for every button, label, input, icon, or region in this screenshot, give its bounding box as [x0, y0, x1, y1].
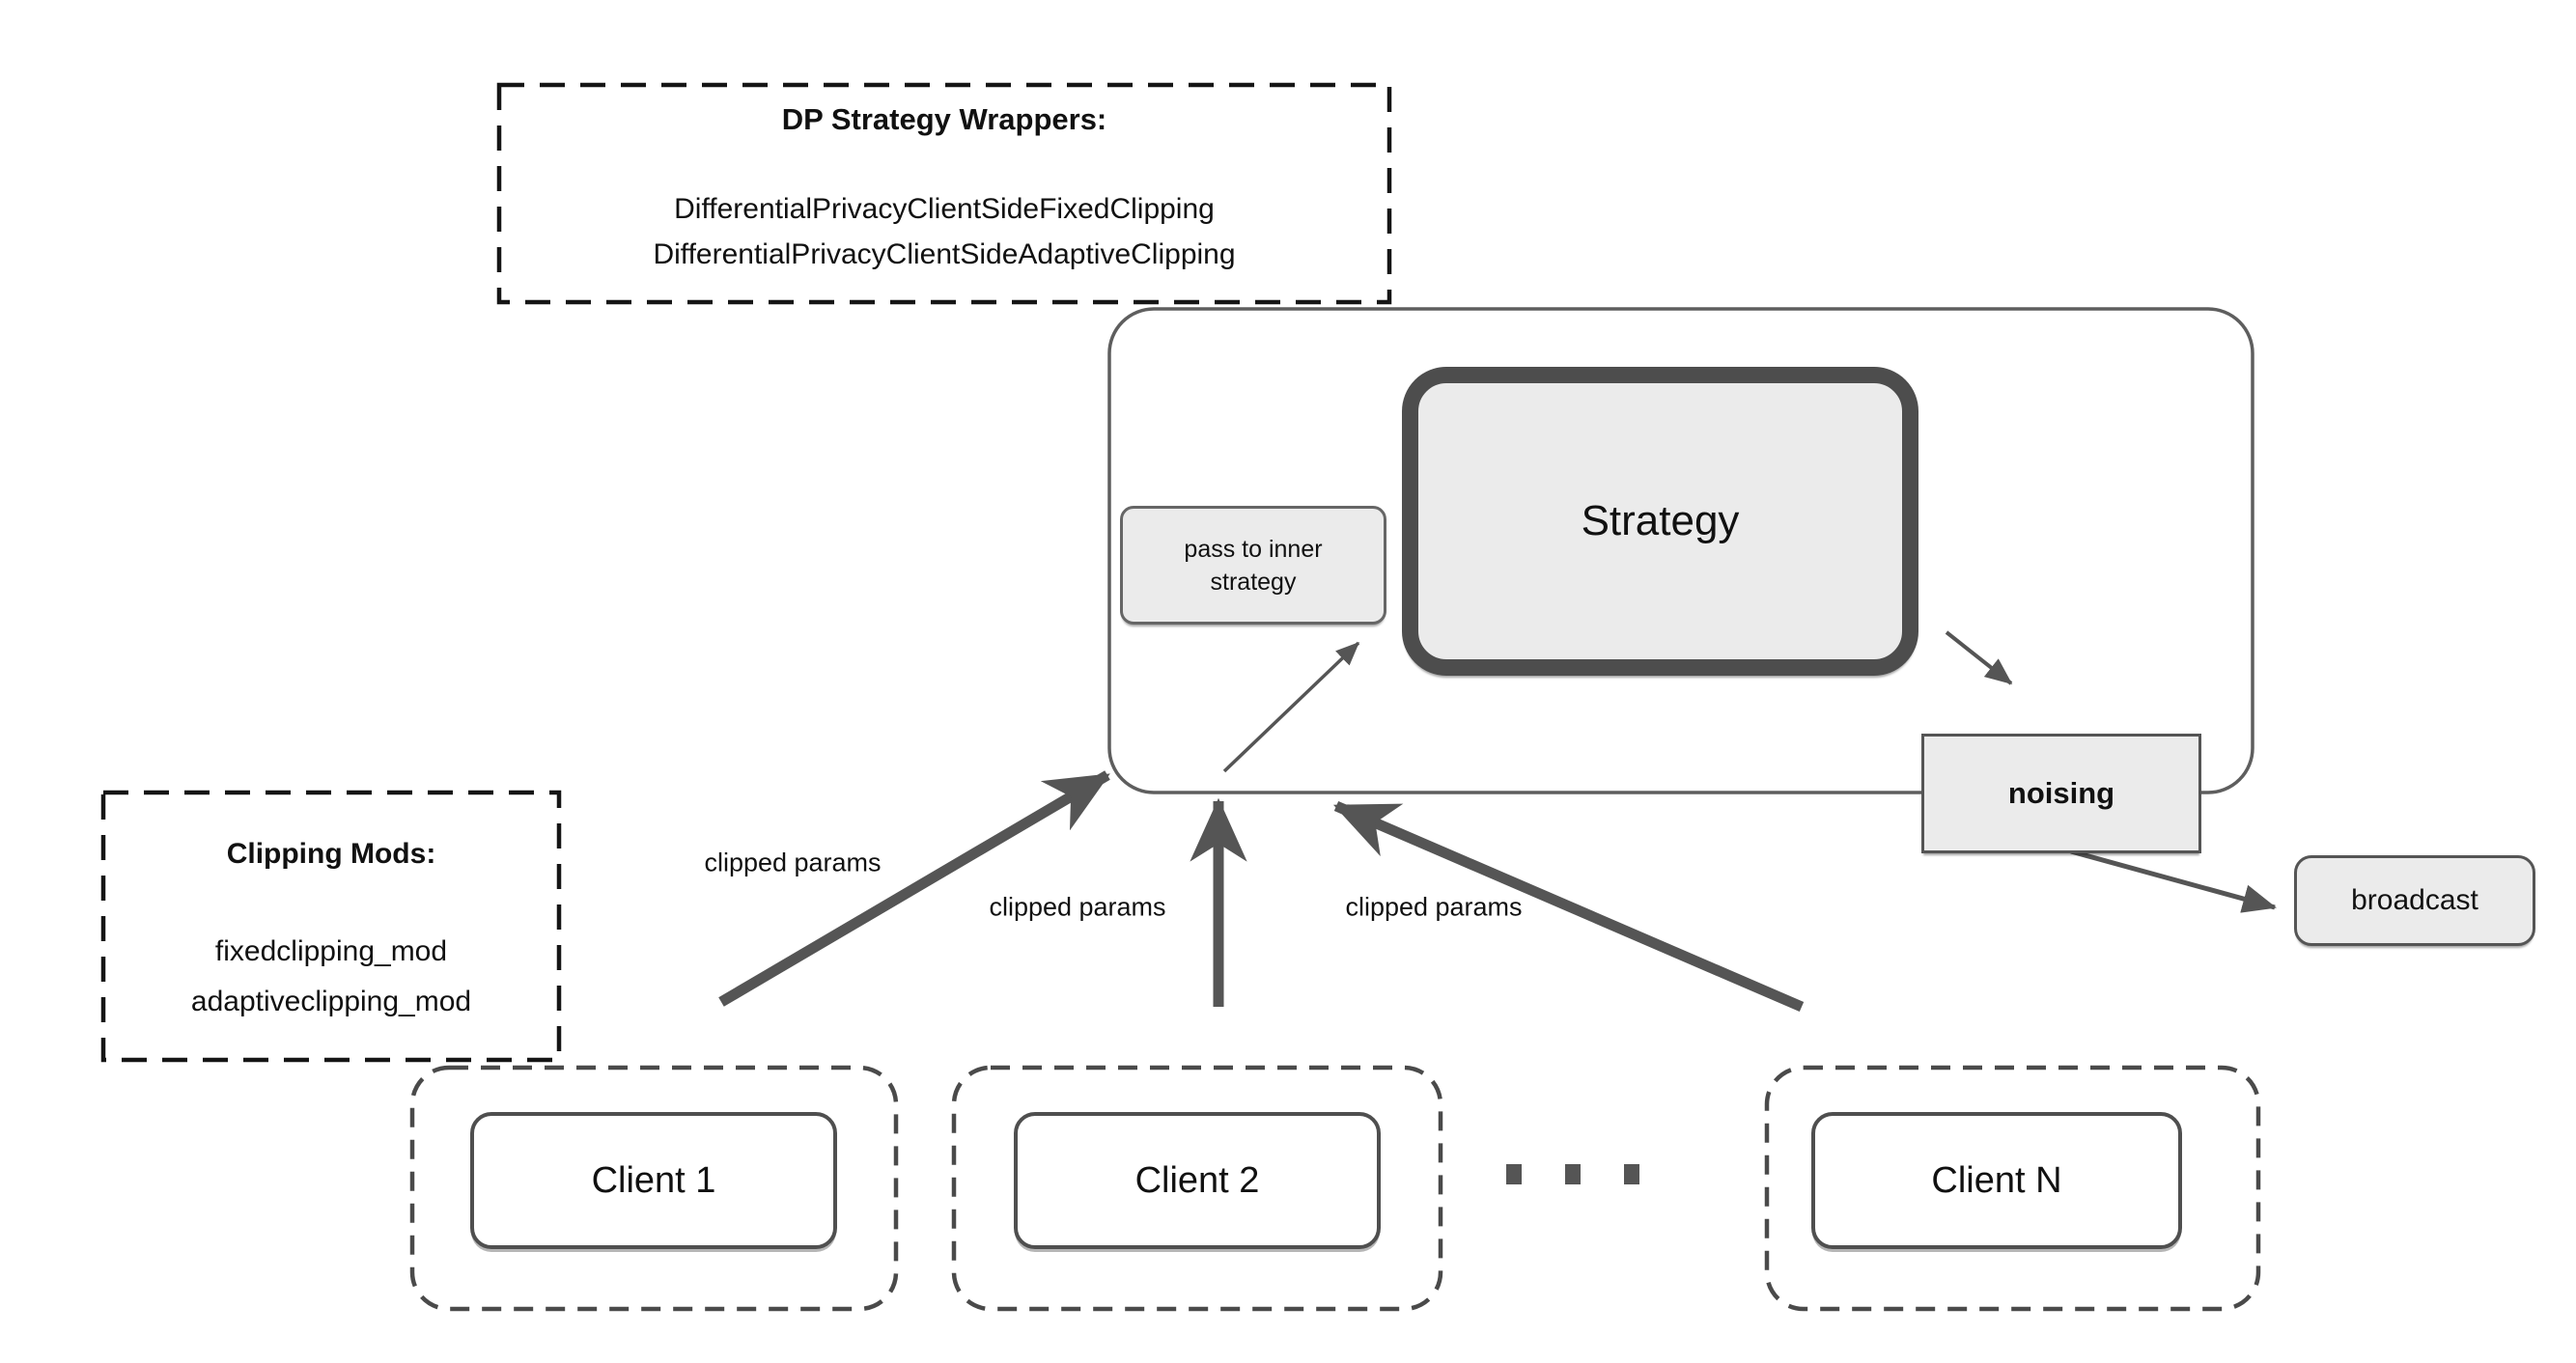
strategy-label: Strategy	[1581, 497, 1740, 544]
ellipsis-dot	[1506, 1164, 1522, 1184]
broadcast-node: broadcast	[2294, 855, 2535, 946]
client-1-node: Client 1	[470, 1112, 837, 1249]
strategy-node: Strategy	[1402, 367, 1918, 676]
ellipsis-dot	[1565, 1164, 1581, 1184]
clipping-mod-name: adaptiveclipping_mod	[190, 986, 472, 1017]
pass-to-inner-strategy-label: pass to inner strategy	[1184, 533, 1322, 598]
arrow-strategy-to-noising	[1945, 630, 2013, 685]
arrow-noising-to-broadcast	[2070, 848, 2277, 913]
arrow-to-inner-strategy	[1222, 641, 1360, 773]
arrow-clientN-clipped-params	[1332, 800, 1805, 1013]
ellipsis-dot	[1624, 1164, 1639, 1184]
client-n-label: Client N	[1931, 1159, 2062, 1201]
client-2-node: Client 2	[1014, 1112, 1381, 1249]
dp-wrappers-dashed-frame	[496, 82, 1392, 305]
client-n-dashed-frame	[1764, 1065, 2261, 1312]
client-n-node: Client N	[1811, 1112, 2182, 1249]
client-2-dashed-frame	[951, 1065, 1443, 1312]
arrow-client1-clipped-params	[718, 770, 1110, 1007]
client-1-label: Client 1	[591, 1159, 716, 1201]
dp-wrapper-class-name: DifferentialPrivacyClientSideFixedClippi…	[674, 193, 1215, 225]
dp-wrappers-title: DP Strategy Wrappers:	[781, 102, 1107, 136]
client-2-label: Client 2	[1134, 1159, 1260, 1201]
pass-line-2: strategy	[1210, 568, 1297, 596]
clipping-mods-dashed-frame	[100, 790, 562, 1063]
clipping-mod-name: fixedclipping_mod	[214, 935, 448, 967]
pass-to-inner-strategy-node: pass to inner strategy	[1120, 506, 1386, 625]
noising-node: noising	[1921, 734, 2201, 853]
dp-wrapper-class-name: DifferentialPrivacyClientSideAdaptiveCli…	[653, 238, 1236, 270]
clipped-params-label-3: clipped params	[1345, 892, 1523, 922]
noising-label: noising	[2007, 776, 2115, 810]
pass-line-1: pass to inner	[1184, 535, 1323, 563]
clipping-mods-title: Clipping Mods:	[226, 838, 436, 870]
clipping-mods-note: Clipping Mods: fixedclipping_mod adaptiv…	[103, 793, 559, 1060]
clipped-params-label-2: clipped params	[989, 892, 1166, 922]
clipped-params-label-1: clipped params	[704, 848, 882, 877]
dp-strategy-wrappers-note: DP Strategy Wrappers: DifferentialPrivac…	[499, 85, 1389, 302]
ellipsis-dots	[1506, 1164, 1639, 1184]
broadcast-label: broadcast	[2351, 884, 2478, 916]
client-1-dashed-frame	[409, 1065, 899, 1312]
